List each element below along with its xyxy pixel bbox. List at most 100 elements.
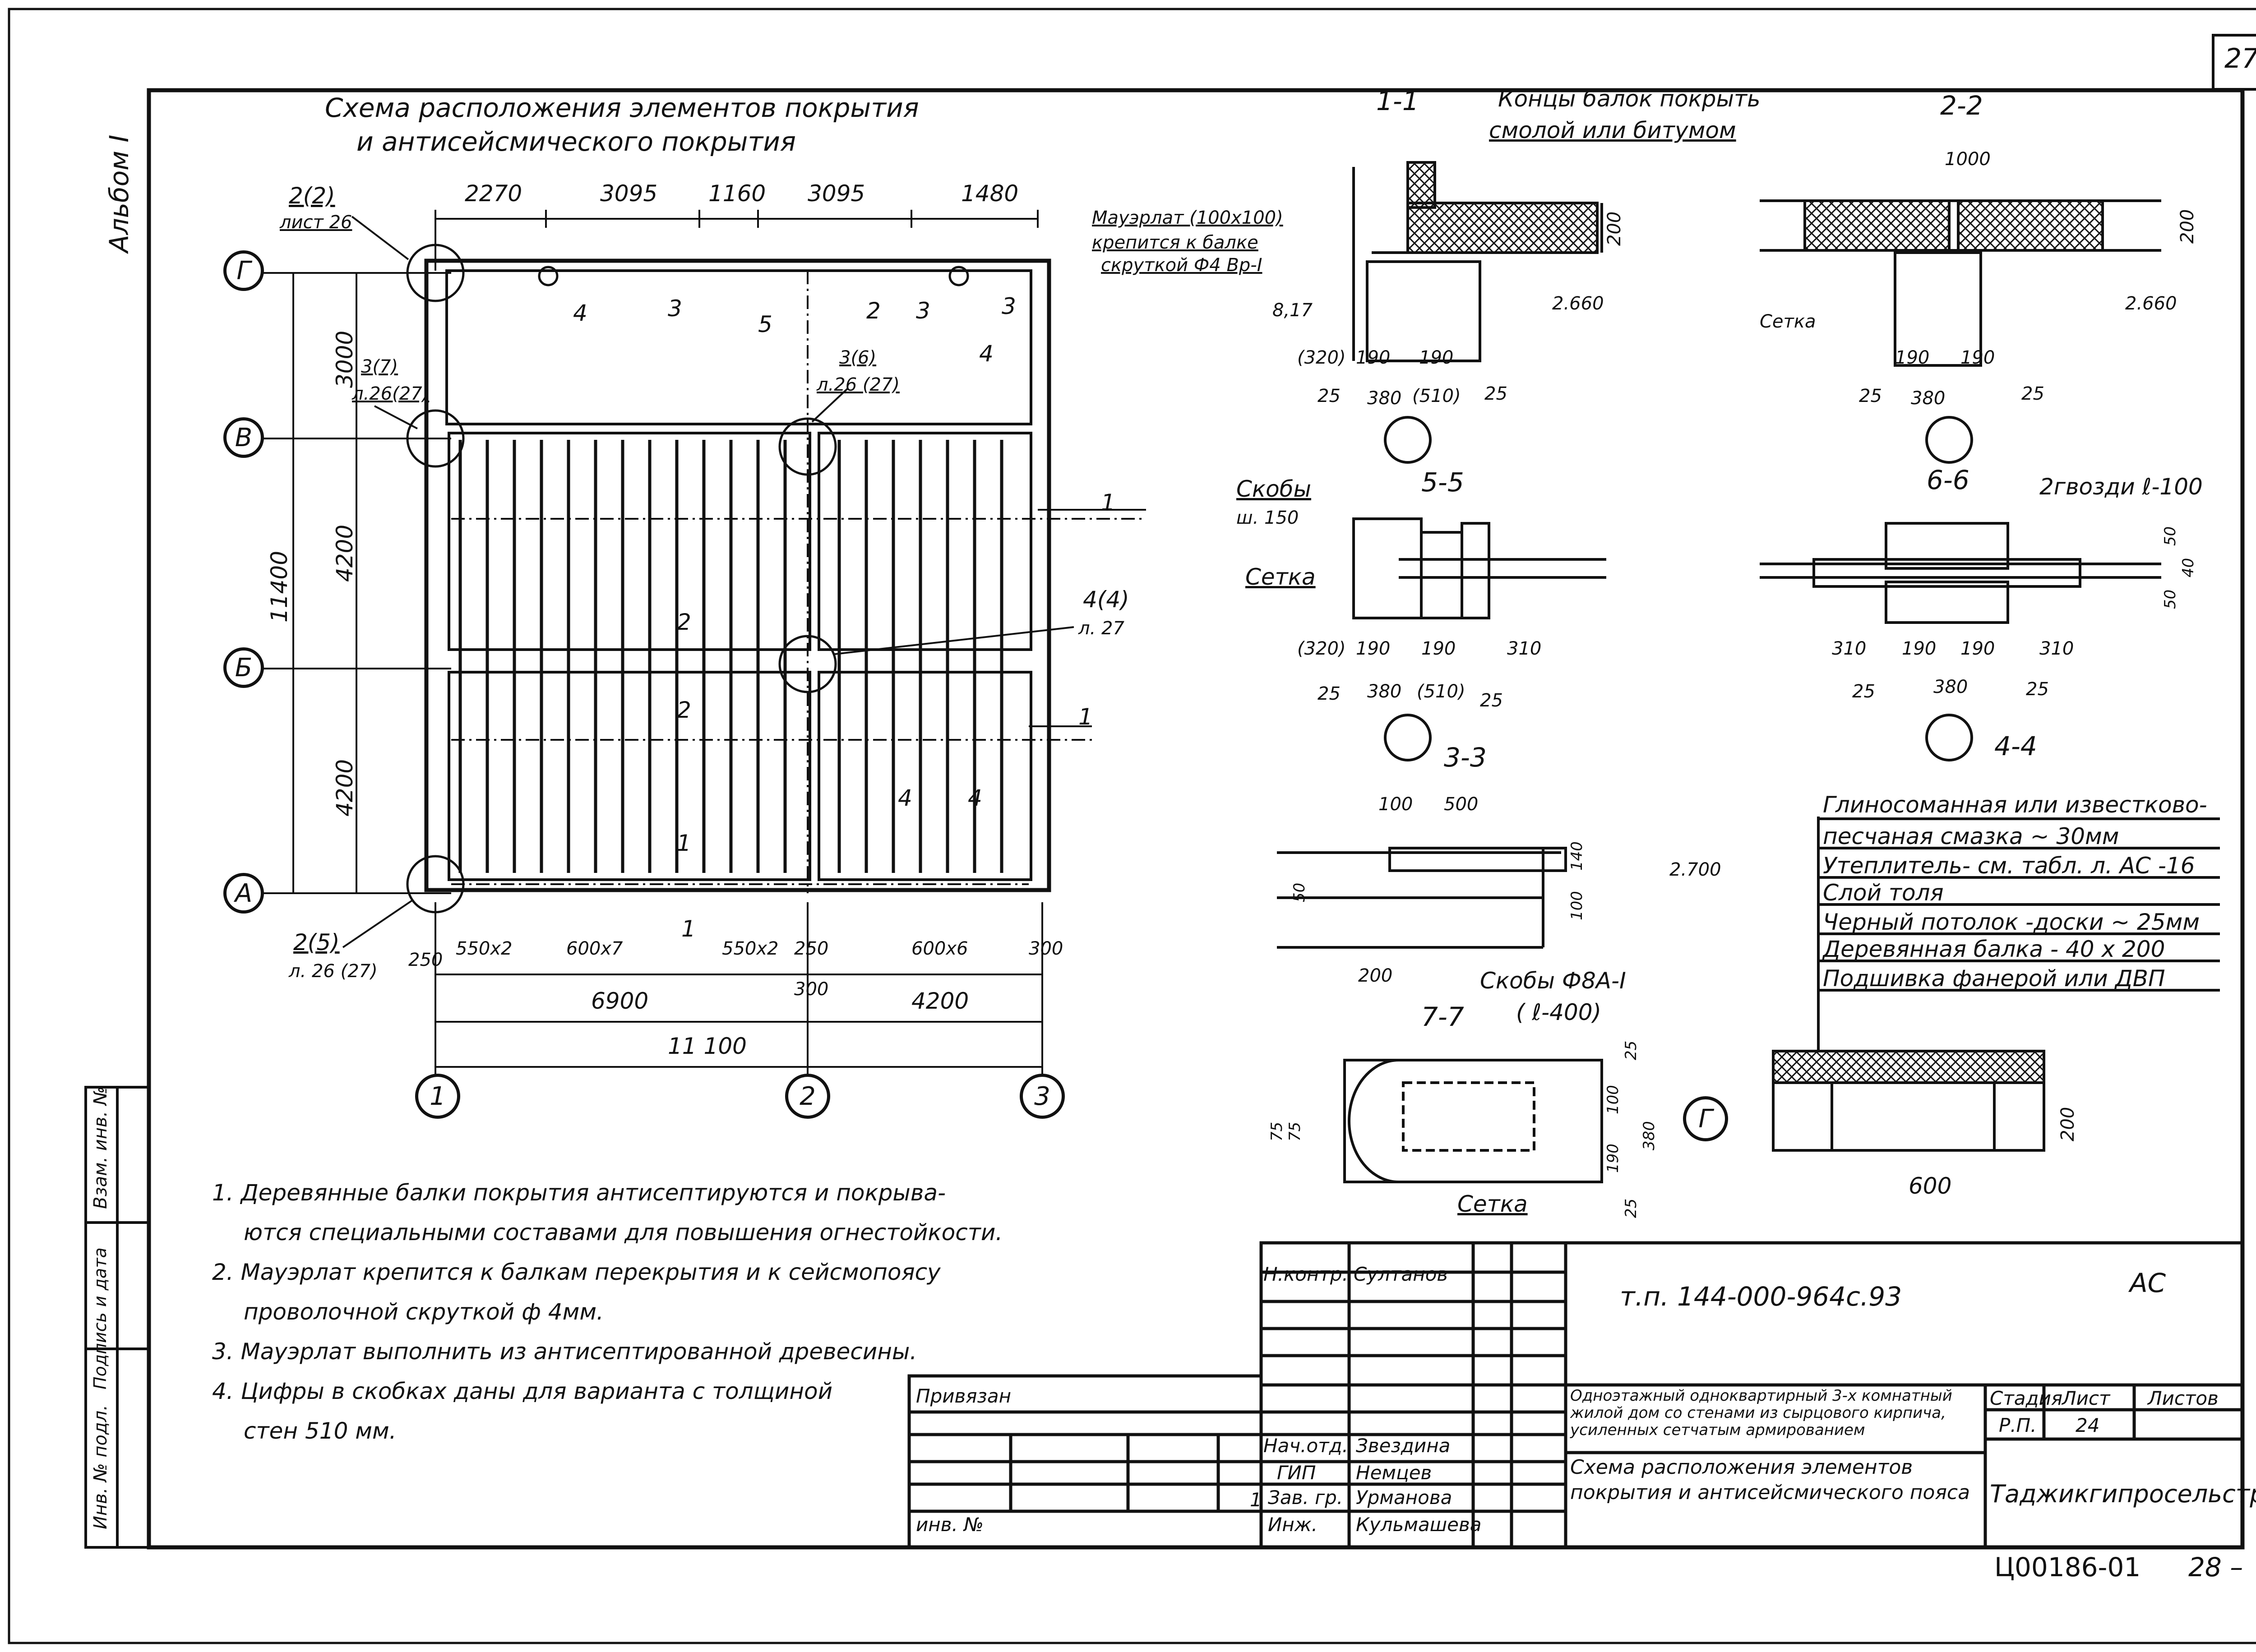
- dim-6-6: 310: [2039, 638, 2074, 659]
- callout-2-2-sheet: лист 26: [280, 212, 352, 233]
- dim-5-5: 25: [1318, 683, 1341, 704]
- plan-drawing: [257, 210, 1146, 1078]
- dim-5-5: (510): [1417, 681, 1465, 702]
- tb-inv-no: инв. №: [916, 1514, 984, 1536]
- section-2-2-title: 2-2: [1940, 90, 1983, 121]
- tb-row-number: 1: [1250, 1489, 1262, 1511]
- dim-1-1: 380: [1367, 388, 1402, 409]
- node-g-dim: 75: [1268, 1121, 1286, 1141]
- plan-mark: 3: [916, 298, 930, 324]
- side-stamp: [84, 1086, 150, 1549]
- dim-2-2: 190: [1895, 347, 1930, 368]
- left-overall-dim: 11400: [266, 550, 292, 623]
- note-beams-2: смолой или битумом: [1489, 117, 1736, 143]
- section-node-circles: [1384, 416, 1973, 761]
- plan-mark: 4: [968, 785, 982, 811]
- tb-role: Нач.отд.: [1263, 1435, 1349, 1457]
- top-dim: 1480: [961, 180, 1019, 207]
- dim-2-2: 190: [1960, 347, 1995, 368]
- plan-mark: 3: [668, 295, 682, 322]
- level-2660-b: 2.660: [2125, 293, 2177, 314]
- plan-mark: 4: [898, 785, 912, 811]
- tb-stage: Р.П.: [1999, 1414, 2037, 1436]
- note-line: 1. Деревянные балки покрытия антисептиру…: [212, 1180, 946, 1206]
- outer-frame: [8, 8, 2256, 1644]
- tb-sheet: 24: [2076, 1414, 2100, 1436]
- callout-2-2: 2(2): [289, 183, 335, 209]
- layer-line: песчаная смазка ~ 30мм: [1823, 823, 2119, 849]
- tb-mark-ac: АС: [2130, 1268, 2166, 1298]
- stamp-vzam: Взам. инв. №: [90, 1086, 111, 1209]
- top-dim: 2270: [465, 180, 522, 207]
- bottom-dim: 250: [794, 938, 829, 959]
- dim-5-5: 190: [1356, 638, 1391, 659]
- node-g-dim: 190: [1604, 1144, 1622, 1173]
- dim-1-1: 190: [1419, 347, 1454, 368]
- tb-org: Таджикгипросельстрой: [1990, 1480, 2256, 1508]
- tb-name: Немцев: [1356, 1462, 1432, 1484]
- tb-role: Инж.: [1268, 1514, 1318, 1536]
- node-4-4-title: 4-4: [1994, 731, 2037, 761]
- tb-doc-code: т.п. 144-000-964с.93: [1620, 1281, 1902, 1312]
- bottom-dim: 300: [1029, 938, 1063, 959]
- dim-7-7: 100: [1568, 891, 1586, 920]
- bottom-dim-6900: 6900: [591, 988, 649, 1014]
- section-1-1-dim-200: 200: [1604, 211, 1625, 246]
- node-g-dim: 25: [1622, 1040, 1640, 1060]
- pie-dim-200: 200: [2057, 1107, 2078, 1141]
- note-line: стен 510 мм.: [244, 1418, 397, 1444]
- dim-6-6: 190: [1902, 638, 1937, 659]
- dim-1-1: 25: [1484, 383, 1507, 404]
- label-skoby: Скобы: [1236, 476, 1312, 502]
- dim-1-1: 25: [1318, 386, 1341, 406]
- plan-mark: 1: [1078, 704, 1093, 730]
- note-line: ются специальными составами для повышени…: [244, 1219, 1003, 1246]
- dim-1-1: (320): [1297, 347, 1346, 368]
- label-skoby-77-step: ( ℓ-400): [1516, 999, 1602, 1025]
- axis-bubble-g: Г: [223, 250, 264, 291]
- plan-title-line2: и антисейсмического покрытия: [356, 126, 796, 157]
- axis-bubble-1: 1: [415, 1074, 460, 1119]
- label-setka-22: Сетка: [1760, 311, 1816, 332]
- dim-5-5: (320): [1297, 638, 1346, 659]
- callout-4-4: 4(4): [1083, 586, 1129, 613]
- dim-5-5: 310: [1507, 638, 1542, 659]
- plan-mark: 5: [758, 311, 772, 337]
- tb-privyazan: Привязан: [916, 1385, 1012, 1407]
- node-g-dim: 380: [1640, 1121, 1658, 1150]
- bottom-overall-dim: 11 100: [668, 1033, 747, 1059]
- left-dim: 3000: [332, 330, 358, 388]
- tb-sheet-label: Лист: [2062, 1387, 2110, 1409]
- dim-5-5: 25: [1480, 690, 1503, 711]
- axis-bubble-2: 2: [785, 1074, 830, 1119]
- axis-bubble-3: 3: [1020, 1074, 1065, 1119]
- left-dim: 4200: [332, 759, 358, 817]
- note-line: 3. Мауэрлат выполнить из антисептированн…: [212, 1338, 917, 1365]
- callout-3-7: 3(7): [361, 356, 398, 377]
- top-dim: 3095: [808, 180, 865, 207]
- tb-sheet-title: Схема расположения элементов покрытия и …: [1570, 1456, 1970, 1504]
- sections-drawing: [1277, 161, 2220, 1183]
- mauerlat-label: Мауэрлат (100x100): [1092, 208, 1283, 228]
- tb-name: Урманова: [1356, 1486, 1452, 1509]
- dim-6-6-right: 50: [2161, 589, 2179, 609]
- label-setka-node: Сетка: [1457, 1191, 1528, 1217]
- plan-mark: 4: [979, 341, 994, 367]
- note-beams: Концы балок покрыть: [1498, 86, 1761, 112]
- note-line: 4. Цифры в скобках даны для варианта с т…: [212, 1378, 833, 1404]
- dim-5-5: 380: [1367, 681, 1402, 702]
- stamp-podpis: Подпись и дата: [90, 1247, 110, 1389]
- mauerlat-label-3: скруткой Ф4 Вр-I: [1101, 255, 1262, 276]
- section-5-5-title: 5-5: [1421, 467, 1464, 498]
- axis-bubble-b: Б: [223, 647, 264, 688]
- section-2-2-dim-1000: 1000: [1945, 149, 1991, 170]
- note-line: проволочной скруткой ф 4мм.: [244, 1299, 604, 1325]
- dim-7-7: 50: [1290, 882, 1308, 902]
- tb-bottom-num: 28 –: [2188, 1552, 2243, 1583]
- callout-3-6-sheet: л.26 (27): [817, 374, 900, 395]
- dim-2-2: 25: [2021, 383, 2044, 404]
- tb-bottom-code: Ц00186-01: [1994, 1552, 2141, 1583]
- sheet-corner-number: 27: [2224, 43, 2256, 74]
- pie-dim-600: 600: [1909, 1173, 1952, 1199]
- plan-mark: 1: [1101, 489, 1115, 516]
